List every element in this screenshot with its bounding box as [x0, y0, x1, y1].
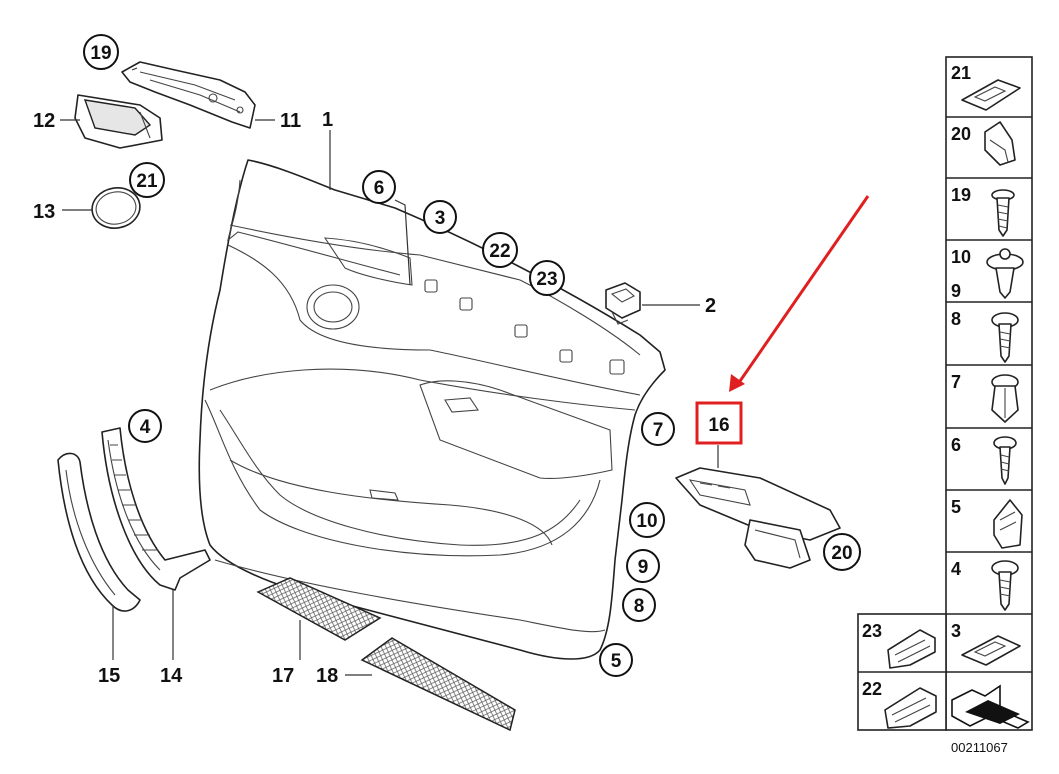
callout-7: 7: [641, 412, 675, 446]
clip-nut-icon: [993, 499, 1023, 549]
callout-labels: 1 2 11 12 13 14 15 17 18: [33, 109, 716, 687]
svg-text:22: 22: [489, 241, 510, 262]
label-13: 13: [33, 201, 55, 223]
callout-19: 19: [83, 34, 119, 70]
label-17: 17: [272, 665, 294, 687]
label-16: 16: [708, 415, 729, 436]
screw-icon: [991, 189, 1015, 237]
label-18: 18: [316, 665, 338, 687]
legend-label-21: 21: [951, 63, 971, 83]
legend-label-6: 6: [951, 435, 961, 455]
circled-callouts: 19 21 6 3 22 23 4 7 10 9 8 5 20: [83, 34, 861, 677]
grip-carrier-part-14: [101, 427, 211, 591]
callout-21: 21: [129, 162, 165, 198]
svg-text:23: 23: [536, 269, 557, 290]
callout-8: 8: [622, 588, 656, 622]
svg-text:8: 8: [634, 596, 645, 617]
expanding-rivet-icon: [986, 248, 1024, 299]
fastener-legend: 21 20 19 10 9 8 7 6 5 4 3 23 22: [857, 56, 1033, 731]
pull-strap-part-15: [57, 452, 141, 612]
legend-label-4: 4: [951, 559, 961, 579]
svg-text:10: 10: [636, 511, 657, 532]
push-rivet-icon: [991, 374, 1019, 423]
legend-label-20: 20: [951, 124, 971, 144]
red-arrowhead-icon: [729, 374, 745, 392]
leader-lines: [60, 67, 700, 676]
callout-5: 5: [599, 643, 633, 677]
mesh-cover-part-17: [256, 577, 382, 641]
svg-text:3: 3: [435, 208, 446, 229]
red-arrow-icon: [736, 195, 870, 385]
highlight-part-16: 16: [695, 195, 870, 445]
legend-label-19: 19: [951, 185, 971, 205]
svg-text:9: 9: [638, 557, 649, 578]
grommet-clip-icon: [961, 79, 1021, 111]
label-2: 2: [705, 295, 716, 317]
screw-icon: [991, 312, 1019, 363]
svg-text:5: 5: [611, 651, 622, 672]
callout-22: 22: [482, 232, 518, 268]
legend-label-22: 22: [862, 679, 882, 699]
bracket-clip-icon: [884, 687, 937, 729]
grommet-clip-icon: [961, 635, 1021, 666]
mesh-cover-part-18: [360, 637, 516, 732]
label-12: 12: [33, 110, 55, 132]
svg-text:21: 21: [136, 171, 158, 192]
cover-disc-part-13: [91, 187, 141, 229]
svg-text:19: 19: [90, 43, 111, 64]
screw-icon: [991, 560, 1019, 611]
orientation-arrow-icon: [951, 684, 1030, 729]
legend-label-3: 3: [951, 621, 961, 641]
label-11: 11: [280, 110, 301, 132]
legend-label-10: 10: [951, 247, 971, 267]
screw-icon: [993, 436, 1017, 485]
label-15: 15: [98, 665, 120, 687]
legend-label-5: 5: [951, 497, 961, 517]
callout-4: 4: [128, 409, 162, 443]
spring-clip-icon: [984, 121, 1016, 166]
callout-3: 3: [423, 200, 457, 234]
legend-label-23: 23: [862, 621, 882, 641]
bracket-clip-icon: [887, 629, 936, 669]
handle-cover-part-12: [74, 94, 163, 149]
red-highlight-box: [695, 401, 743, 445]
callout-10: 10: [629, 502, 665, 538]
svg-text:7: 7: [653, 420, 664, 441]
label-1: 1: [322, 109, 333, 131]
legend-label-9: 9: [951, 281, 961, 301]
small-switch-part-2: [605, 282, 641, 325]
label-14: 14: [160, 665, 183, 687]
callout-9: 9: [626, 549, 660, 583]
window-switch-panel-part-16: [675, 445, 841, 569]
legend-label-8: 8: [951, 309, 961, 329]
callout-6: 6: [362, 170, 396, 204]
legend-label-7: 7: [951, 372, 961, 392]
svg-text:20: 20: [831, 543, 852, 564]
callout-20: 20: [823, 533, 861, 571]
door-trim-panel: [198, 159, 666, 660]
callout-23: 23: [529, 260, 565, 296]
handle-bracket-part-11: [121, 61, 256, 129]
svg-text:4: 4: [140, 417, 151, 438]
svg-text:6: 6: [374, 178, 385, 199]
diagram-code: 00211067: [951, 740, 1008, 755]
